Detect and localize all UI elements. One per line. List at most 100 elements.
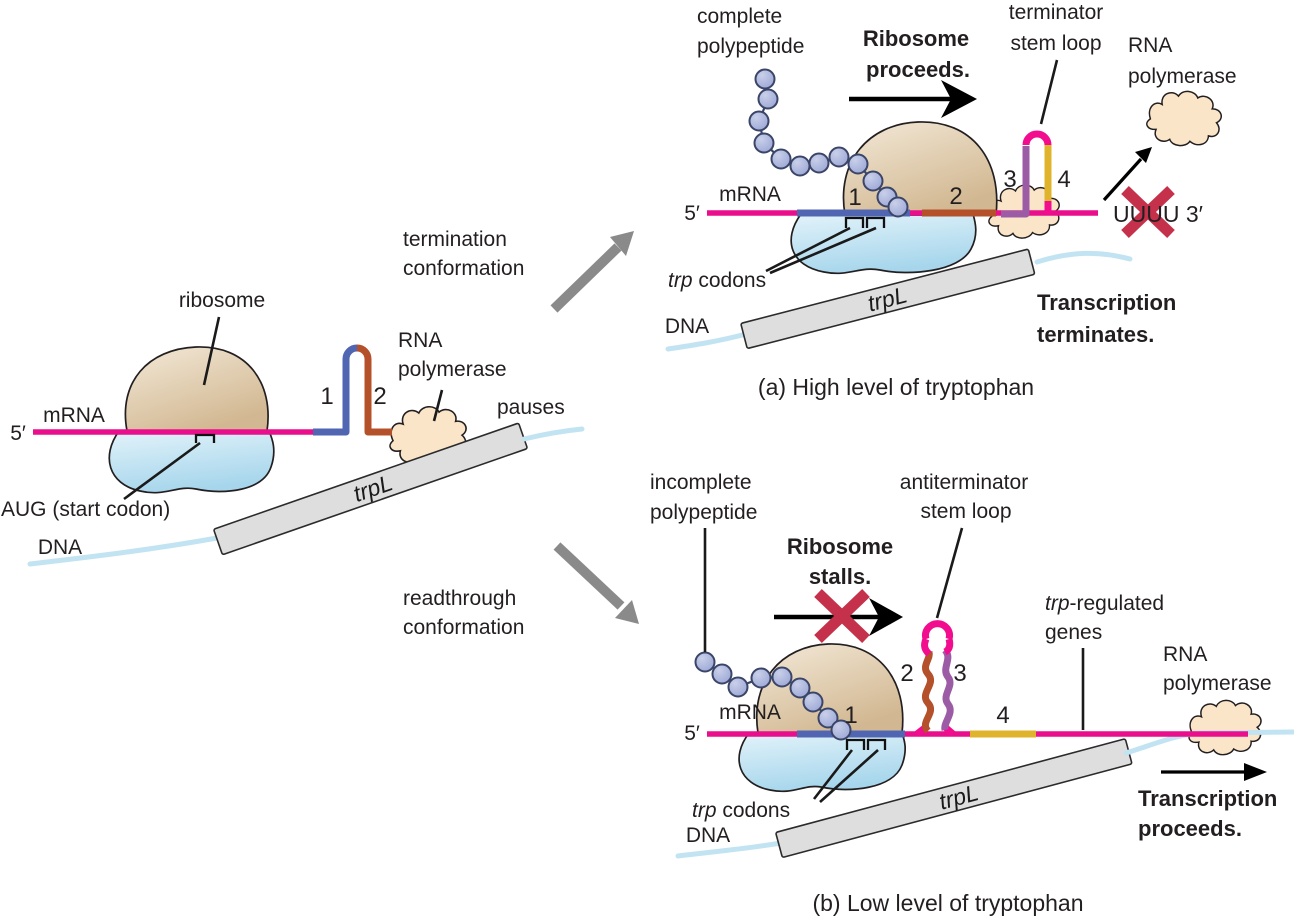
ribosome-stalls-arrowhead bbox=[869, 598, 903, 636]
bead bbox=[862, 170, 884, 192]
bead bbox=[711, 663, 733, 685]
ribosome-large-subunit bbox=[755, 643, 904, 734]
ribosome-proceeds-label: Ribosome bbox=[863, 26, 969, 51]
bead bbox=[828, 146, 850, 168]
segment-3-number: 3 bbox=[953, 660, 966, 687]
rna-polymerase-label: RNA bbox=[1128, 34, 1172, 57]
bead bbox=[789, 155, 811, 177]
readthrough-arrowhead bbox=[615, 600, 639, 624]
five-prime-label: 5′ bbox=[10, 422, 26, 445]
dna-strand bbox=[521, 426, 585, 442]
readthrough-transition: readthrough conformation bbox=[403, 542, 639, 639]
readthrough-conformation-label2: conformation bbox=[403, 616, 524, 639]
bead bbox=[847, 153, 869, 175]
five-prime-label: 5′ bbox=[684, 722, 700, 745]
dna-strand bbox=[27, 535, 220, 567]
trp-regulated-genes-label: trp-regulated bbox=[1045, 592, 1164, 615]
ribosome-large-subunit bbox=[124, 346, 269, 432]
trp-codon-bracket bbox=[865, 216, 886, 228]
terminator-pointer-line bbox=[1039, 59, 1059, 125]
mrna-label: mRNA bbox=[43, 404, 105, 427]
trp-codons-pointer-line bbox=[765, 226, 851, 273]
rna-polymerase-shape bbox=[1188, 699, 1262, 756]
rna-polymerase-label: RNA bbox=[1163, 643, 1207, 666]
complete-polypeptide-label2: polypeptide bbox=[697, 35, 804, 58]
panel-a-caption: (a) High level of tryptophan bbox=[758, 374, 1034, 400]
terminator-loop bbox=[1022, 130, 1052, 146]
termination-arrow bbox=[550, 243, 622, 313]
bead bbox=[830, 719, 852, 741]
polypeptide-chain bbox=[694, 651, 852, 741]
segment-2-number: 2 bbox=[949, 183, 962, 210]
dna-label: DNA bbox=[686, 824, 730, 847]
polymerase-pointer-line bbox=[432, 389, 444, 422]
readthrough-arrow bbox=[553, 542, 625, 610]
trp-codon-bracket bbox=[845, 738, 866, 750]
aug-pointer-line bbox=[123, 441, 201, 501]
trpl-gene-bar: trpL bbox=[740, 248, 1036, 349]
bead bbox=[770, 148, 792, 170]
trp-codons-label: trp codons bbox=[692, 799, 790, 822]
ribosome-stalls-label: Ribosome bbox=[787, 534, 893, 559]
mrna-label: mRNA bbox=[719, 701, 781, 724]
segment-4-number: 4 bbox=[996, 702, 1009, 729]
release-arrowhead bbox=[1135, 147, 1152, 163]
transcription-proceeds-arrowhead bbox=[1244, 763, 1267, 781]
mrna-segment-2 bbox=[356, 344, 392, 436]
trp-codons-pointer-line bbox=[819, 749, 879, 803]
bead bbox=[694, 651, 716, 673]
antiterminator-stem-loop-label: antiterminator bbox=[900, 471, 1028, 494]
release-arrow bbox=[1102, 157, 1143, 202]
antiterminator-pointer-line bbox=[935, 527, 964, 619]
trp-codon-bracket bbox=[866, 738, 887, 750]
aug-codon-bracket bbox=[194, 433, 216, 443]
dna-label: DNA bbox=[38, 536, 82, 559]
segment-1-number: 1 bbox=[848, 184, 861, 211]
dna-strand bbox=[1034, 250, 1133, 265]
complete-polypeptide-label: complete bbox=[697, 5, 782, 28]
dna-strand bbox=[665, 331, 749, 352]
mrna-segment-3 bbox=[941, 647, 954, 731]
incomplete-polypeptide-label: incomplete bbox=[650, 471, 752, 494]
segment-4-number: 4 bbox=[1057, 166, 1070, 193]
bead bbox=[808, 152, 830, 174]
antiterminator-loop bbox=[922, 620, 953, 640]
rna-polymerase-label2: polymerase bbox=[1163, 672, 1272, 695]
bead bbox=[748, 110, 770, 132]
trp-codon-bracket bbox=[844, 216, 865, 228]
termination-conformation-label: termination bbox=[403, 228, 507, 251]
trpl-bar-label: trpL bbox=[936, 779, 981, 814]
pauses-label: pauses bbox=[497, 396, 565, 419]
transcription-proceeds-label: Transcription bbox=[1138, 786, 1277, 811]
trp-codons-label: trp codons bbox=[668, 269, 766, 292]
bead bbox=[802, 691, 824, 713]
terminator-stem-loop-label2: stem loop bbox=[1010, 32, 1101, 55]
rna-polymerase-label: RNA bbox=[398, 329, 442, 352]
segment-2-number: 2 bbox=[900, 660, 913, 687]
bead bbox=[727, 676, 749, 698]
bead bbox=[817, 707, 839, 729]
high-tryptophan-panel: trpL bbox=[665, 1, 1237, 400]
segment-1-number: 1 bbox=[320, 383, 333, 410]
red-x-mark bbox=[1121, 186, 1175, 238]
polypeptide-chain bbox=[748, 68, 909, 218]
trpl-bar-label: trpL bbox=[350, 469, 396, 507]
trp-codons-pointer-line bbox=[769, 226, 877, 275]
transcription-terminates-label2: terminates. bbox=[1037, 322, 1154, 347]
ribosome-proceeds-label2: proceeds. bbox=[866, 57, 970, 82]
mrna-segment-3 bbox=[1001, 146, 1030, 218]
termination-transition: termination conformation bbox=[403, 228, 634, 313]
termination-arrowhead bbox=[610, 231, 634, 256]
bead bbox=[771, 666, 793, 688]
ribosome-pointer-line bbox=[202, 316, 221, 386]
mrna-label: mRNA bbox=[719, 183, 781, 206]
bead bbox=[789, 677, 811, 699]
initial-state-panel: trpL ribosome mRNA 5′ AUG (start codon) … bbox=[1, 289, 585, 567]
rna-polymerase-label2: polymerase bbox=[398, 358, 507, 381]
transcription-terminates-label: Transcription bbox=[1037, 290, 1176, 315]
dna-label: DNA bbox=[665, 315, 709, 338]
termination-conformation-label2: conformation bbox=[403, 257, 524, 280]
ribosome-small-subunit bbox=[108, 430, 275, 494]
